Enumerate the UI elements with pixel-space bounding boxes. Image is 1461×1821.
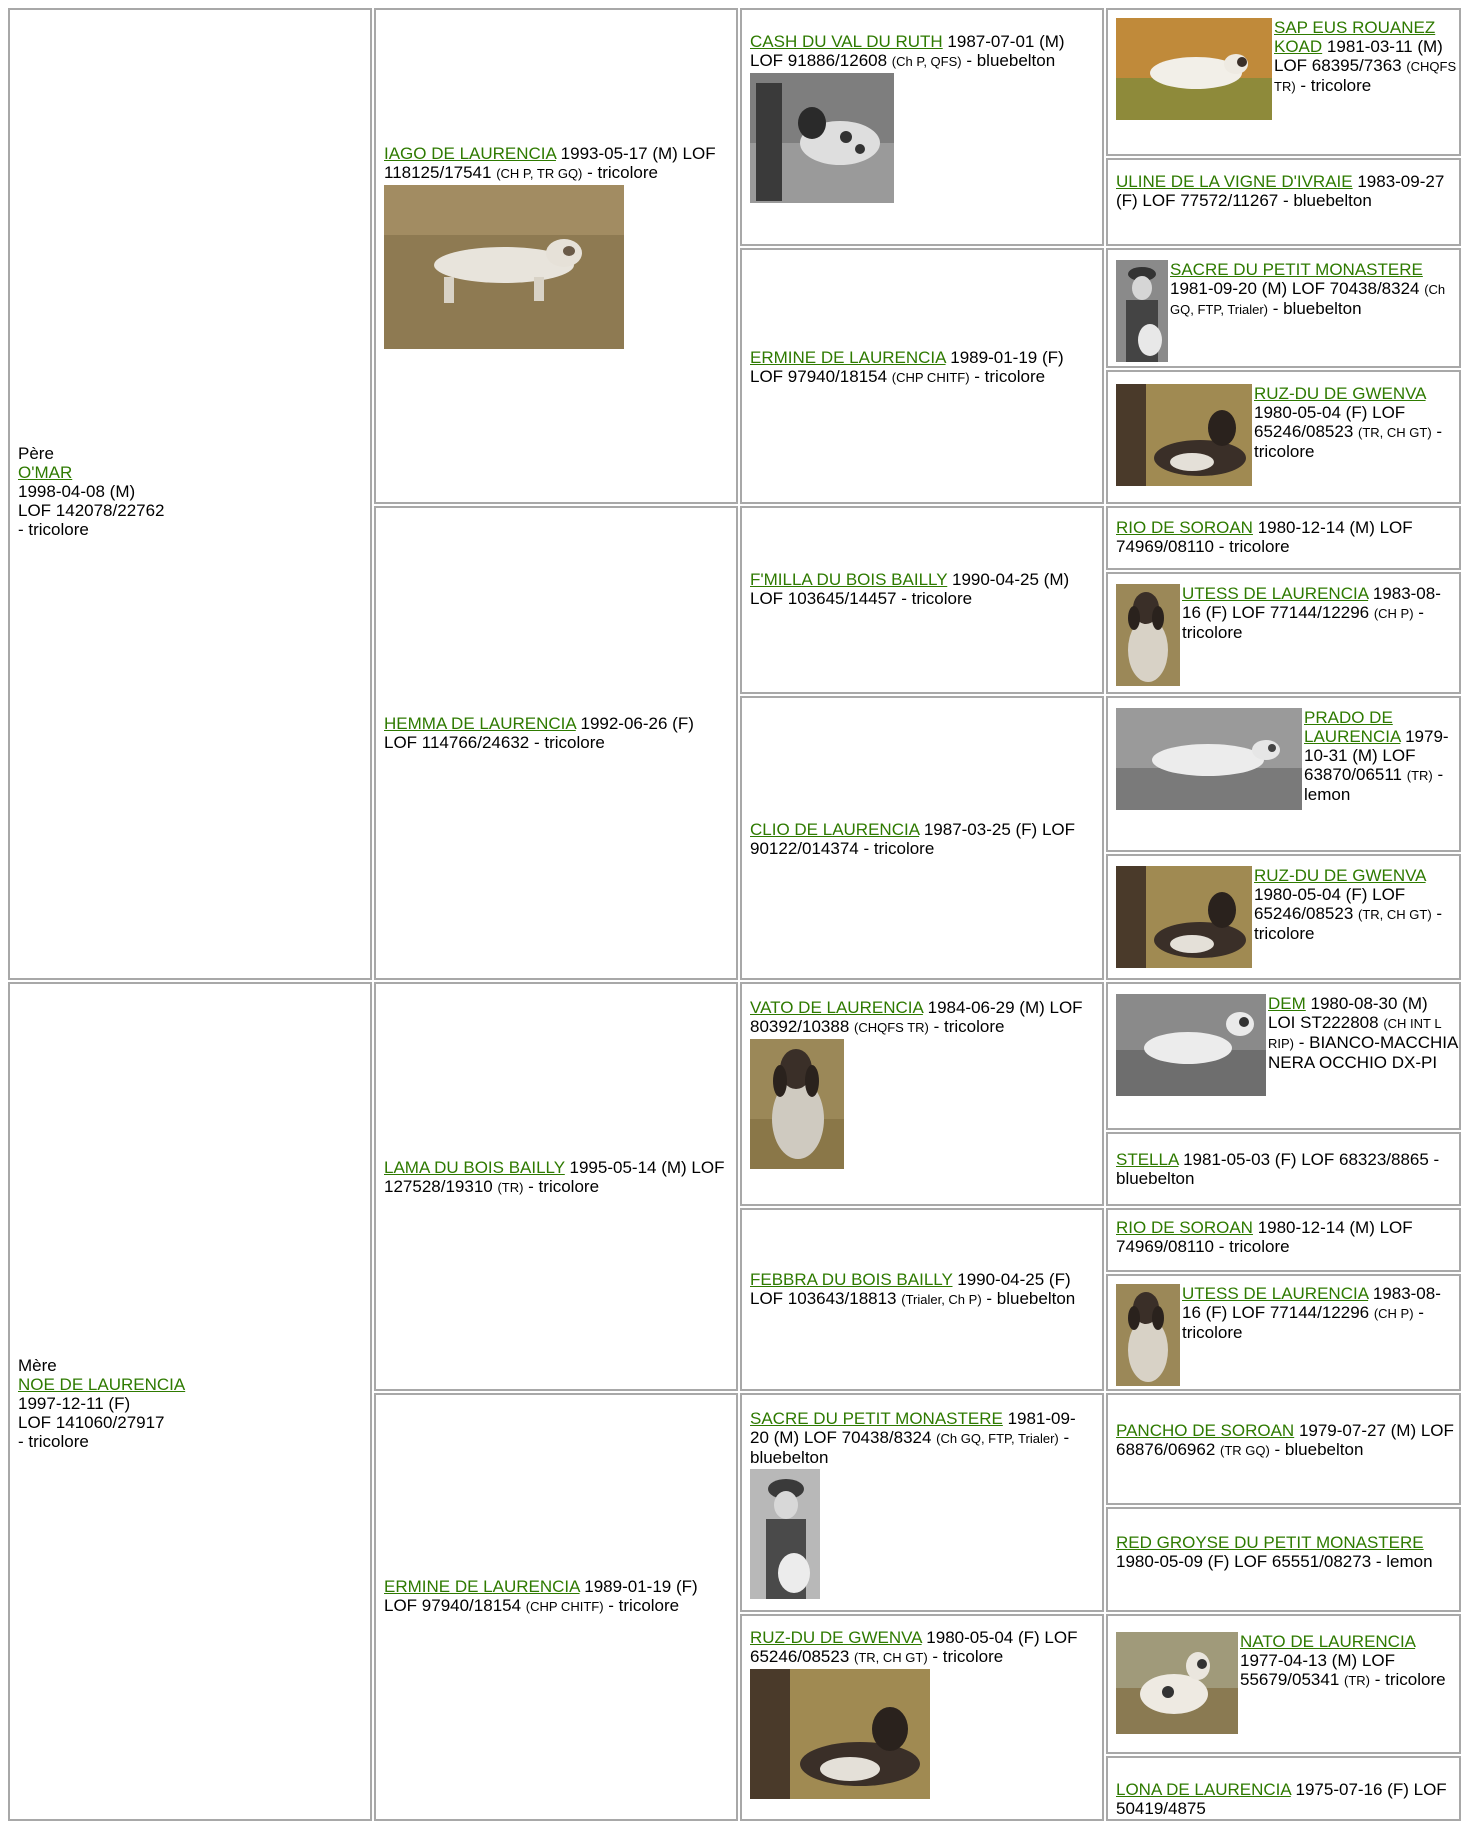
- dog-photo: [750, 1039, 844, 1169]
- dog-photo: [1116, 866, 1252, 968]
- gen4-cell-14: RED GROYSE DU PETIT MONASTERE 1980-05-09…: [1106, 1507, 1461, 1612]
- sire-role: Père: [18, 444, 54, 463]
- gen4-cell-10: STELLA 1981-05-03 (F) LOF 68323/8865 - b…: [1106, 1132, 1461, 1206]
- gen3-cell-7: SACRE DU PETIT MONASTERE 1981-09-20 (M) …: [740, 1393, 1104, 1612]
- gen3-cell-2: ERMINE DE LAURENCIA 1989-01-19 (F) LOF 9…: [740, 248, 1104, 504]
- gen4-cell-16: LONA DE LAURENCIA 1975-07-16 (F) LOF 504…: [1106, 1756, 1461, 1821]
- gen4-cell-2: ULINE DE LA VIGNE D'IVRAIE 1983-09-27 (F…: [1106, 158, 1461, 246]
- gen4-cell-13: PANCHO DE SOROAN 1979-07-27 (M) LOF 6887…: [1106, 1393, 1461, 1505]
- dam-birth: 1997-12-11 (F): [18, 1394, 131, 1413]
- ancestor-name-link[interactable]: RIO DE SOROAN: [1116, 1218, 1253, 1237]
- gen4-cell-3: SACRE DU PETIT MONASTERE 1981-09-20 (M) …: [1106, 248, 1461, 368]
- dam-name-link[interactable]: NOE DE LAURENCIA: [18, 1375, 186, 1394]
- sire-color: - tricolore: [18, 520, 89, 539]
- ancestor-name-link[interactable]: ULINE DE LA VIGNE D'IVRAIE: [1116, 172, 1353, 191]
- dog-photo: [1116, 994, 1266, 1096]
- gen4-cell-5: RIO DE SOROAN 1980-12-14 (M) LOF 74969/0…: [1106, 506, 1461, 570]
- ancestor-name-link[interactable]: UTESS DE LAURENCIA: [1182, 1284, 1369, 1303]
- gen4-cell-12: UTESS DE LAURENCIA 1983-08-16 (F) LOF 77…: [1106, 1274, 1461, 1391]
- ancestor-name-link[interactable]: PRADO DE LAURENCIA: [1304, 708, 1401, 746]
- ancestor-name-link[interactable]: CLIO DE LAURENCIA: [750, 820, 920, 839]
- sire-registry: LOF 142078/22762: [18, 501, 165, 520]
- gen3-cell-5: VATO DE LAURENCIA 1984-06-29 (M) LOF 803…: [740, 982, 1104, 1206]
- gen4-cell-7: PRADO DE LAURENCIA 1979-10-31 (M) LOF 63…: [1106, 696, 1461, 852]
- dog-photo: [750, 1669, 930, 1799]
- dog-photo: [1116, 1284, 1180, 1386]
- ancestor-name-link[interactable]: SAP EUS ROUANEZ KOAD: [1274, 18, 1436, 56]
- gen3-cell-3: F'MILLA DU BOIS BAILLY 1990-04-25 (M) LO…: [740, 506, 1104, 694]
- ancestor-name-link[interactable]: ERMINE DE LAURENCIA: [750, 348, 946, 367]
- gen3-cell-1: CASH DU VAL DU RUTH 1987-07-01 (M) LOF 9…: [740, 8, 1104, 246]
- dog-photo: [1116, 1632, 1238, 1734]
- dam-role: Mère: [18, 1356, 57, 1375]
- gen2-cell-3: LAMA DU BOIS BAILLY 1995-05-14 (M) LOF 1…: [374, 982, 738, 1391]
- ancestor-name-link[interactable]: FEBBRA DU BOIS BAILLY: [750, 1270, 953, 1289]
- gen4-cell-8: RUZ-DU DE GWENVA 1980-05-04 (F) LOF 6524…: [1106, 854, 1461, 980]
- gen4-cell-1: SAP EUS ROUANEZ KOAD 1981-03-11 (M) LOF …: [1106, 8, 1461, 156]
- ancestor-name-link[interactable]: HEMMA DE LAURENCIA: [384, 714, 576, 733]
- sire-birth: 1998-04-08 (M): [18, 482, 136, 501]
- gen2-cell-2: HEMMA DE LAURENCIA 1992-06-26 (F) LOF 11…: [374, 506, 738, 980]
- dog-photo: [1116, 584, 1180, 686]
- ancestor-name-link[interactable]: RIO DE SOROAN: [1116, 518, 1253, 537]
- gen4-cell-4: RUZ-DU DE GWENVA 1980-05-04 (F) LOF 6524…: [1106, 370, 1461, 504]
- ancestor-name-link[interactable]: CASH DU VAL DU RUTH: [750, 32, 943, 51]
- gen3-cell-8: RUZ-DU DE GWENVA 1980-05-04 (F) LOF 6524…: [740, 1614, 1104, 1821]
- gen4-cell-11: RIO DE SOROAN 1980-12-14 (M) LOF 74969/0…: [1106, 1208, 1461, 1272]
- gen4-cell-6: UTESS DE LAURENCIA 1983-08-16 (F) LOF 77…: [1106, 572, 1461, 694]
- dog-photo: [1116, 18, 1272, 120]
- dog-photo: [1116, 384, 1252, 486]
- gen4-cell-9: DEM 1980-08-30 (M) LOI ST222808 (CH INT …: [1106, 982, 1461, 1130]
- ancestor-name-link[interactable]: UTESS DE LAURENCIA: [1182, 584, 1369, 603]
- ancestor-name-link[interactable]: VATO DE LAURENCIA: [750, 998, 923, 1017]
- ancestor-name-link[interactable]: RUZ-DU DE GWENVA: [1254, 866, 1426, 885]
- sire-name-link[interactable]: O'MAR: [18, 463, 73, 482]
- ancestor-name-link[interactable]: LAMA DU BOIS BAILLY: [384, 1158, 565, 1177]
- dam-color: - tricolore: [18, 1432, 89, 1451]
- sire-cell: Père O'MAR 1998-04-08 (M) LOF 142078/227…: [8, 8, 372, 980]
- dog-photo: [750, 73, 894, 203]
- dam-registry: LOF 141060/27917: [18, 1413, 165, 1432]
- dog-photo: [1116, 708, 1302, 810]
- dog-photo: [1116, 260, 1168, 362]
- dog-photo: [750, 1469, 820, 1599]
- gen2-cell-4: ERMINE DE LAURENCIA 1989-01-19 (F) LOF 9…: [374, 1393, 738, 1821]
- ancestor-name-link[interactable]: RUZ-DU DE GWENVA: [750, 1628, 922, 1647]
- gen4-cell-15: NATO DE LAURENCIA 1977-04-13 (M) LOF 556…: [1106, 1614, 1461, 1754]
- ancestor-name-link[interactable]: SACRE DU PETIT MONASTERE: [1170, 260, 1423, 279]
- ancestor-name-link[interactable]: SACRE DU PETIT MONASTERE: [750, 1409, 1003, 1428]
- ancestor-name-link[interactable]: RED GROYSE DU PETIT MONASTERE: [1116, 1533, 1424, 1552]
- ancestor-name-link[interactable]: DEM: [1268, 994, 1306, 1013]
- ancestor-name-link[interactable]: F'MILLA DU BOIS BAILLY: [750, 570, 948, 589]
- gen3-cell-4: CLIO DE LAURENCIA 1987-03-25 (F) LOF 901…: [740, 696, 1104, 980]
- gen3-cell-6: FEBBRA DU BOIS BAILLY 1990-04-25 (F) LOF…: [740, 1208, 1104, 1391]
- ancestor-name-link[interactable]: ERMINE DE LAURENCIA: [384, 1577, 580, 1596]
- ancestor-name-link[interactable]: PANCHO DE SOROAN: [1116, 1421, 1295, 1440]
- ancestor-name-link[interactable]: LONA DE LAURENCIA: [1116, 1780, 1291, 1799]
- ancestor-name-link[interactable]: NATO DE LAURENCIA: [1240, 1632, 1416, 1651]
- dam-cell: Mère NOE DE LAURENCIA 1997-12-11 (F) LOF…: [8, 982, 372, 1821]
- ancestor-name-link[interactable]: RUZ-DU DE GWENVA: [1254, 384, 1426, 403]
- dog-photo: [384, 185, 624, 349]
- ancestor-name-link[interactable]: IAGO DE LAURENCIA: [384, 144, 556, 163]
- gen2-cell-1: IAGO DE LAURENCIA 1993-05-17 (M) LOF 118…: [374, 8, 738, 504]
- ancestor-name-link[interactable]: STELLA: [1116, 1150, 1179, 1169]
